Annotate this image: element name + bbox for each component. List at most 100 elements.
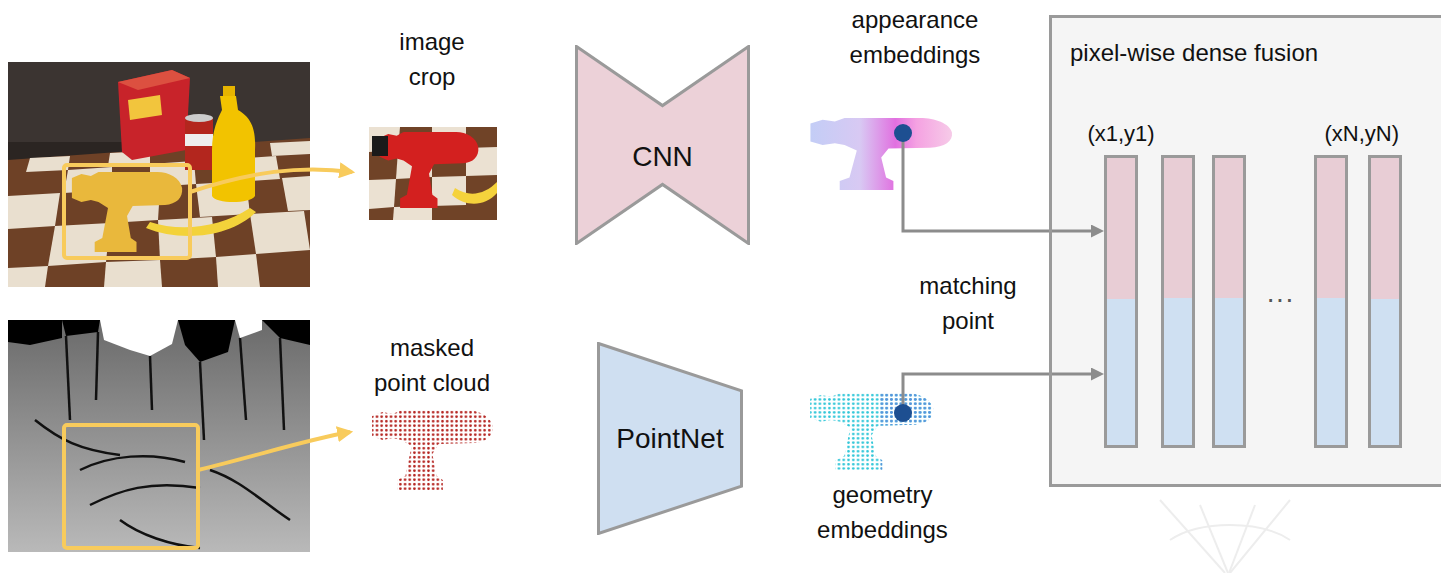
connector-arrow [903,195,1091,231]
rgb-scene-photo [185,134,213,146]
rgb-scene-photo [8,141,310,287]
image-crop-picture [369,127,497,220]
image-crop-picture [369,127,497,220]
depth-image [8,320,310,552]
depth-image [210,470,290,520]
matching-point [902,133,905,195]
image-caption: image crop [387,24,477,94]
geometry-embedding-picture [810,393,933,470]
fusion-column [1161,155,1348,448]
watermark-strokes [1160,500,1290,573]
rgb-scene-photo [216,254,260,287]
rgb-scene-photo [118,70,190,160]
geometry-embedding-picture [880,393,933,470]
watermark-strokes [1170,525,1290,540]
geometry-embedding-picture [810,393,933,470]
image-caption: geometry embeddings [808,477,958,547]
depth-image [66,336,70,420]
image-crop-picture [372,136,388,156]
rgb-scene-photo [270,141,310,156]
depth-image [64,425,198,548]
panel-ground [1049,15,1441,487]
image-caption: appearance embeddings [835,2,995,72]
point-cloud-picture [372,410,493,490]
depth-image [280,338,284,430]
ellipsis-mark-slot: ··· [1250,282,1310,316]
pixel-coordinate: (x1,y1) [1061,121,1181,147]
appearance-embedding-panel: appearance embeddings [827,0,1003,195]
rgb-scene-photo [282,176,310,211]
annotation-label: matching point [913,268,1023,338]
rgb-scene-photo [118,70,190,90]
matching-point [894,124,912,142]
point-cloud-panel: masked point cloud [359,328,505,495]
pointnet-block: PointNet [597,342,743,535]
watermark-strokes [1229,505,1255,573]
rgb-scene-photo [185,114,213,122]
fusion-column [1314,298,1348,448]
pointnet-block-outline [599,344,742,534]
depth-image [240,338,246,420]
fusion-column [1212,298,1246,448]
connector-arrow [903,374,1091,385]
fusion-column: (x1,y1) [1104,155,1138,448]
image-crop-picture [452,182,497,204]
geometry-embedding-picture [880,393,933,470]
crop-arrow [190,169,352,192]
depth-image [80,456,185,470]
fusion-column [1161,298,1195,448]
rgb-scene-photo [158,217,216,260]
watermark-strokes [1230,500,1290,573]
watermark-strokes [1160,500,1225,573]
fusion-panel: pixel-wise dense fusion (x1,y1) (xN,yN) [1049,15,1441,487]
depth-image [150,356,152,410]
matching-point [894,404,912,422]
rgb-scene-photo [72,172,182,252]
depth-image [8,320,62,345]
rgb-scene-photo [8,266,48,287]
depth-image [262,320,310,345]
mask-arrow [198,432,350,470]
image-crop-picture [393,206,432,220]
block-label: PointNet [616,422,723,456]
image-crop-picture [369,179,396,209]
fusion-column [1163,157,1194,447]
image-crop-panel: image crop [362,22,502,222]
depth-image [120,520,200,548]
image-crop-picture [369,127,497,220]
fusion-column [1161,155,1195,298]
fusion-column [1212,155,1246,298]
rgb-scene-photo [104,260,162,287]
fusion-column [1316,157,1347,447]
rgb-scene-photo [223,86,235,97]
depth-image [62,320,100,336]
depth-image [200,362,204,440]
depth-image [35,332,290,548]
pixel-coordinate: (xN,yN) [1279,121,1399,147]
rgb-scene-photo [146,208,256,236]
image-caption: masked point cloud [367,330,497,400]
watermark-strokes [1200,505,1228,573]
depth-image [96,332,98,400]
fusion-column [1214,157,1245,447]
cnn-block-outline [577,47,749,244]
rgb-scene-photo [250,211,310,254]
rgb-scene-photo [185,118,213,170]
rgb-scene-photo [8,193,60,229]
block-label: CNN [632,140,693,174]
ellipsis-mark: ··· [1250,282,1310,316]
rgb-scene-photo [64,165,190,258]
depth-image [100,320,178,356]
geometry-embedding-panel: geometry embeddings [800,385,966,555]
fusion-column: (xN,yN) [1368,155,1402,448]
fusion-column [1314,155,1348,298]
annotation-label-slot: matching point [913,268,1023,338]
rgb-scene-photo [128,95,162,120]
rgb-scene-photo [212,96,255,202]
depth-image [90,485,200,505]
depth-image [8,320,310,552]
rgb-scene-photo [8,138,310,287]
panel-heading: pixel-wise dense fusion [1070,38,1318,68]
